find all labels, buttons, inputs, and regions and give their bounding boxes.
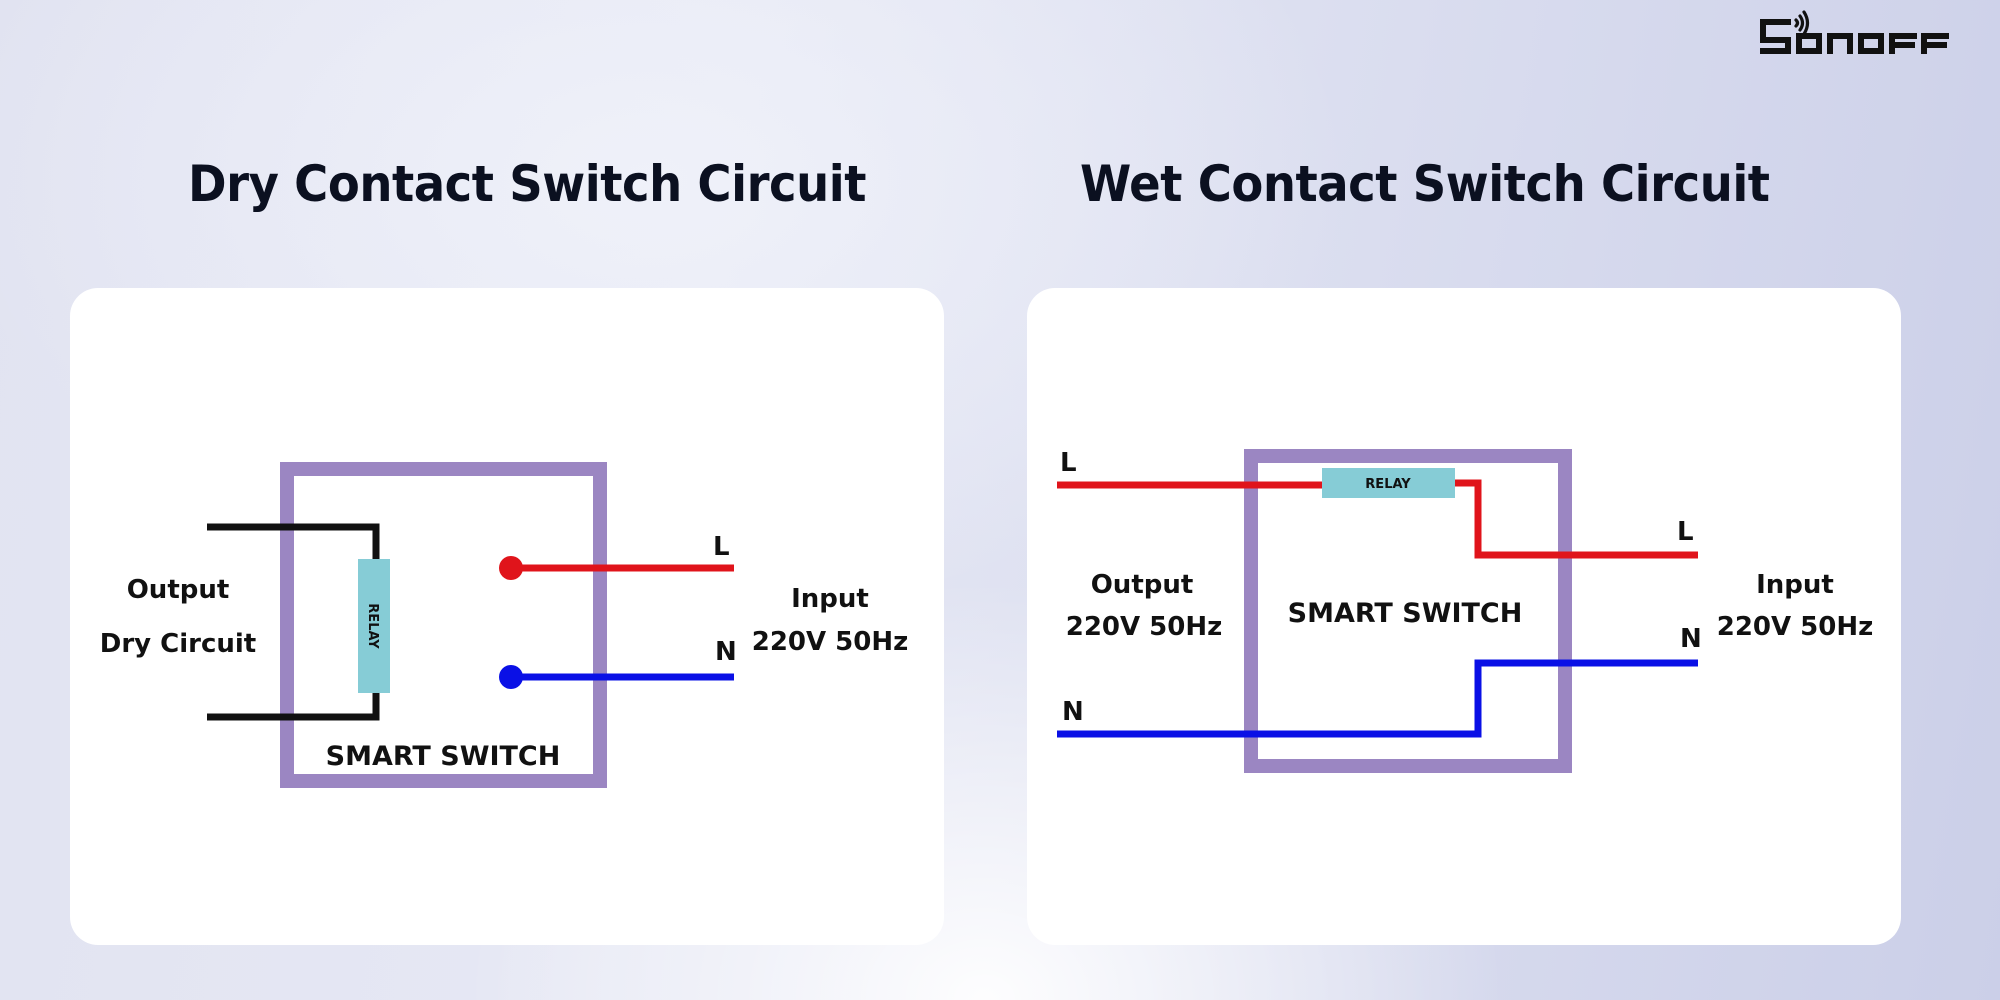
output-label-line2: 220V 50Hz xyxy=(1066,612,1223,642)
input-live-label: L xyxy=(1677,517,1694,547)
logo-wordmark xyxy=(1760,19,1949,54)
sonoff-logo xyxy=(1760,10,1949,54)
relay-component xyxy=(1322,468,1455,498)
live-terminal xyxy=(499,556,523,580)
input-label-line1: Input xyxy=(1756,570,1834,600)
neutral-label: N xyxy=(715,637,737,667)
wifi-signal-icon xyxy=(1794,10,1810,36)
neutral-terminal xyxy=(499,665,523,689)
relay-label: RELAY xyxy=(1365,477,1411,492)
wet-circuit-diagram: RELAY SMART SWITCH L N Output 220V 50Hz … xyxy=(1057,448,1874,773)
smart-switch-box xyxy=(280,462,607,788)
input-neutral-label: N xyxy=(1680,624,1702,654)
output-live-label: L xyxy=(1060,448,1077,478)
output-neutral-label: N xyxy=(1062,697,1084,727)
input-label-line2: 220V 50Hz xyxy=(752,627,909,657)
output-label-line1: Output xyxy=(1091,570,1194,600)
output-label-line1: Output xyxy=(127,575,230,605)
output-label-line2: Dry Circuit xyxy=(100,629,256,659)
input-live-wire xyxy=(1453,479,1698,559)
neutral-wire xyxy=(1057,659,1698,738)
dry-circuit-title: Dry Contact Switch Circuit xyxy=(188,155,867,213)
box-label: SMART SWITCH xyxy=(326,741,561,772)
relay-label: RELAY xyxy=(365,603,380,649)
input-label-line2: 220V 50Hz xyxy=(1717,612,1874,642)
dry-output-wire-top xyxy=(207,523,380,563)
smart-switch-box xyxy=(1244,449,1572,773)
box-label: SMART SWITCH xyxy=(1288,598,1523,629)
relay-component xyxy=(358,559,390,693)
wet-circuit-card: RELAY SMART SWITCH L N Output 220V 50Hz … xyxy=(1027,288,1901,945)
input-label-line1: Input xyxy=(791,584,869,614)
dry-circuit-card: RELAY SMART SWITCH Output Dry Circuit L … xyxy=(70,288,944,945)
live-label: L xyxy=(713,532,730,562)
dry-circuit-diagram: RELAY SMART SWITCH Output Dry Circuit L … xyxy=(100,462,909,788)
dry-output-wire-bottom xyxy=(207,688,380,721)
wet-circuit-title: Wet Contact Switch Circuit xyxy=(1080,155,1770,213)
